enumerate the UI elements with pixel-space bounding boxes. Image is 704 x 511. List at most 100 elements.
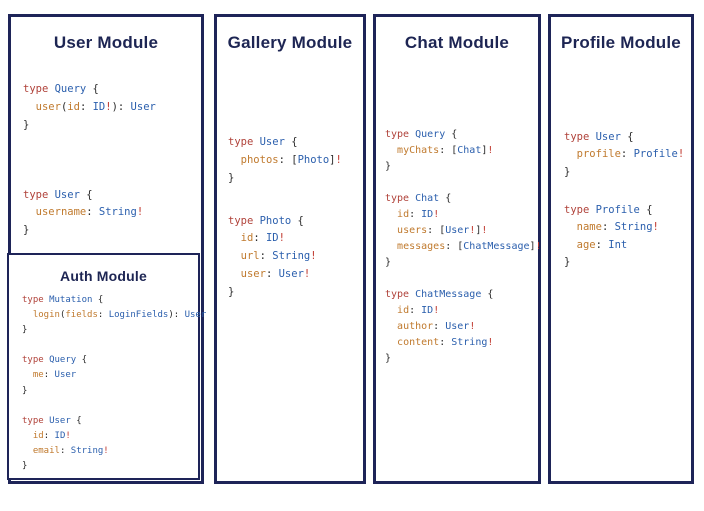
code-token: : bbox=[43, 370, 55, 381]
code-token: : [ bbox=[278, 153, 298, 166]
code-line: users: [User!]! bbox=[385, 223, 538, 239]
code-token: messages bbox=[397, 241, 446, 252]
code-token: User bbox=[49, 415, 77, 426]
code-token bbox=[564, 148, 577, 160]
code-token: ): bbox=[168, 310, 185, 321]
code-token: String bbox=[451, 337, 488, 348]
code-token: type bbox=[228, 214, 260, 227]
code-token bbox=[228, 250, 241, 262]
code-area: type User { profile: Profile!} type Profi… bbox=[551, 129, 691, 271]
code-line: } bbox=[22, 384, 198, 399]
code-token: type bbox=[23, 188, 55, 201]
code-area: type Mutation { login(fields: LoginField… bbox=[9, 293, 206, 474]
code-token: Chat bbox=[457, 145, 482, 156]
code-token: : bbox=[43, 430, 55, 441]
code-token: User bbox=[184, 310, 207, 321]
code-line: type User { bbox=[564, 129, 691, 146]
code-token: User bbox=[54, 370, 77, 381]
code-token: id bbox=[397, 305, 410, 316]
module-title: Profile Module bbox=[561, 33, 681, 52]
code-token: ] bbox=[529, 241, 536, 252]
graphql-code-block: type Mutation { login(fields: LoginField… bbox=[22, 293, 206, 338]
code-token: } bbox=[228, 285, 235, 298]
code-token: Query bbox=[54, 83, 93, 95]
code-line: photos: [Photo]! bbox=[228, 152, 363, 170]
code-token: } bbox=[22, 325, 28, 336]
graphql-code-block: type ChatMessage { id: ID! author: User!… bbox=[385, 287, 538, 367]
code-token: type bbox=[22, 355, 50, 366]
code-token: type bbox=[385, 129, 416, 140]
code-token: Mutation bbox=[49, 295, 98, 305]
code-line: profile: Profile! bbox=[564, 146, 691, 163]
code-token: : bbox=[433, 321, 446, 332]
code-token: type bbox=[228, 136, 260, 148]
code-token: { bbox=[81, 355, 88, 366]
code-token: } bbox=[564, 255, 571, 268]
code-token: ! bbox=[652, 221, 659, 234]
code-token: String bbox=[70, 445, 104, 456]
code-line: me: User bbox=[22, 368, 198, 383]
code-token: : bbox=[409, 209, 422, 220]
code-line: } bbox=[385, 159, 538, 175]
code-area: type User { photos: [Photo]!}type Photo … bbox=[217, 134, 363, 302]
code-token: } bbox=[23, 118, 30, 131]
code-line: age: Int bbox=[564, 237, 691, 254]
code-token: : bbox=[86, 206, 99, 219]
code-token: profile bbox=[576, 148, 621, 161]
code-line: } bbox=[23, 222, 201, 240]
code-line: email: String! bbox=[22, 444, 198, 459]
code-token: { bbox=[646, 203, 653, 216]
code-token: myChats bbox=[397, 145, 440, 156]
code-token: } bbox=[22, 460, 28, 471]
code-token: age bbox=[576, 238, 596, 251]
code-token: { bbox=[487, 289, 494, 300]
code-line: } bbox=[385, 255, 538, 271]
code-token bbox=[23, 206, 36, 218]
code-token: ChatMessage bbox=[415, 289, 488, 300]
code-token: user bbox=[35, 100, 61, 113]
code-token: : bbox=[79, 100, 93, 113]
code-token: users bbox=[397, 225, 428, 236]
code-token: User bbox=[130, 100, 156, 113]
code-line: id: ID! bbox=[22, 429, 198, 444]
code-token: { bbox=[291, 136, 298, 148]
code-line: type User { bbox=[228, 134, 363, 152]
code-token: ID bbox=[54, 430, 66, 441]
code-token: type bbox=[564, 131, 596, 143]
code-token: Chat bbox=[415, 193, 446, 204]
code-line: id: ID! bbox=[385, 303, 538, 319]
code-token: type bbox=[23, 83, 55, 95]
graphql-code-block: type Photo { id: ID! url: String! user: … bbox=[228, 213, 363, 302]
code-token: name bbox=[576, 221, 602, 234]
code-token: } bbox=[385, 257, 392, 268]
code-token: : bbox=[259, 250, 273, 263]
code-token: } bbox=[228, 171, 235, 184]
code-token: } bbox=[23, 224, 30, 237]
code-token: author bbox=[397, 321, 434, 332]
code-token: Profile bbox=[595, 203, 647, 216]
code-area: type Query { myChats: [Chat]!}type Chat … bbox=[376, 127, 542, 367]
code-token bbox=[564, 239, 577, 251]
code-line: } bbox=[385, 351, 538, 367]
code-line: author: User! bbox=[385, 319, 538, 335]
code-token bbox=[385, 241, 397, 252]
code-token: String bbox=[98, 206, 137, 219]
code-token bbox=[22, 446, 33, 456]
code-token: User bbox=[54, 188, 87, 201]
code-line: user(id: ID!): User bbox=[23, 99, 201, 117]
code-token: : [ bbox=[427, 225, 446, 236]
code-token: { bbox=[92, 83, 99, 95]
code-token: : [ bbox=[439, 145, 458, 156]
code-line: username: String! bbox=[23, 204, 201, 222]
code-line: } bbox=[22, 459, 198, 474]
code-token: url bbox=[240, 250, 260, 263]
code-line: type Query { bbox=[22, 353, 198, 368]
panel-auth-module: Auth Module type Mutation { login(fields… bbox=[7, 253, 206, 480]
code-token: username bbox=[35, 206, 87, 219]
code-token: id bbox=[32, 430, 44, 441]
code-token: ! bbox=[469, 321, 476, 332]
code-token: { bbox=[97, 295, 104, 305]
code-token: user bbox=[240, 268, 266, 281]
code-token: ! bbox=[103, 445, 109, 456]
